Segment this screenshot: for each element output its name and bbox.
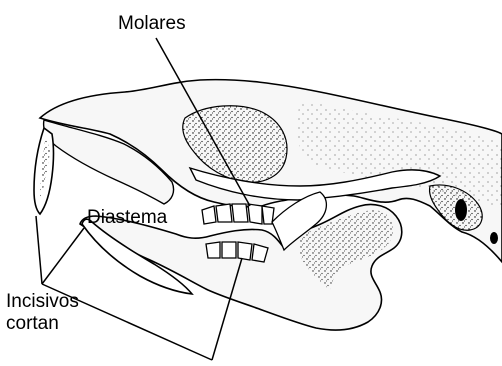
- label-diastema: Diastema: [87, 208, 167, 228]
- label-molares: Molares: [118, 14, 186, 34]
- ear-opening: [455, 199, 467, 221]
- label-incisivos: Incisivos: [6, 292, 79, 312]
- upper-molars: [202, 204, 274, 224]
- incisor-leader-lower: [42, 228, 84, 284]
- rear-foramen: [490, 232, 498, 244]
- label-cortan: cortan: [6, 314, 59, 334]
- incisor-leader-upper: [36, 216, 42, 284]
